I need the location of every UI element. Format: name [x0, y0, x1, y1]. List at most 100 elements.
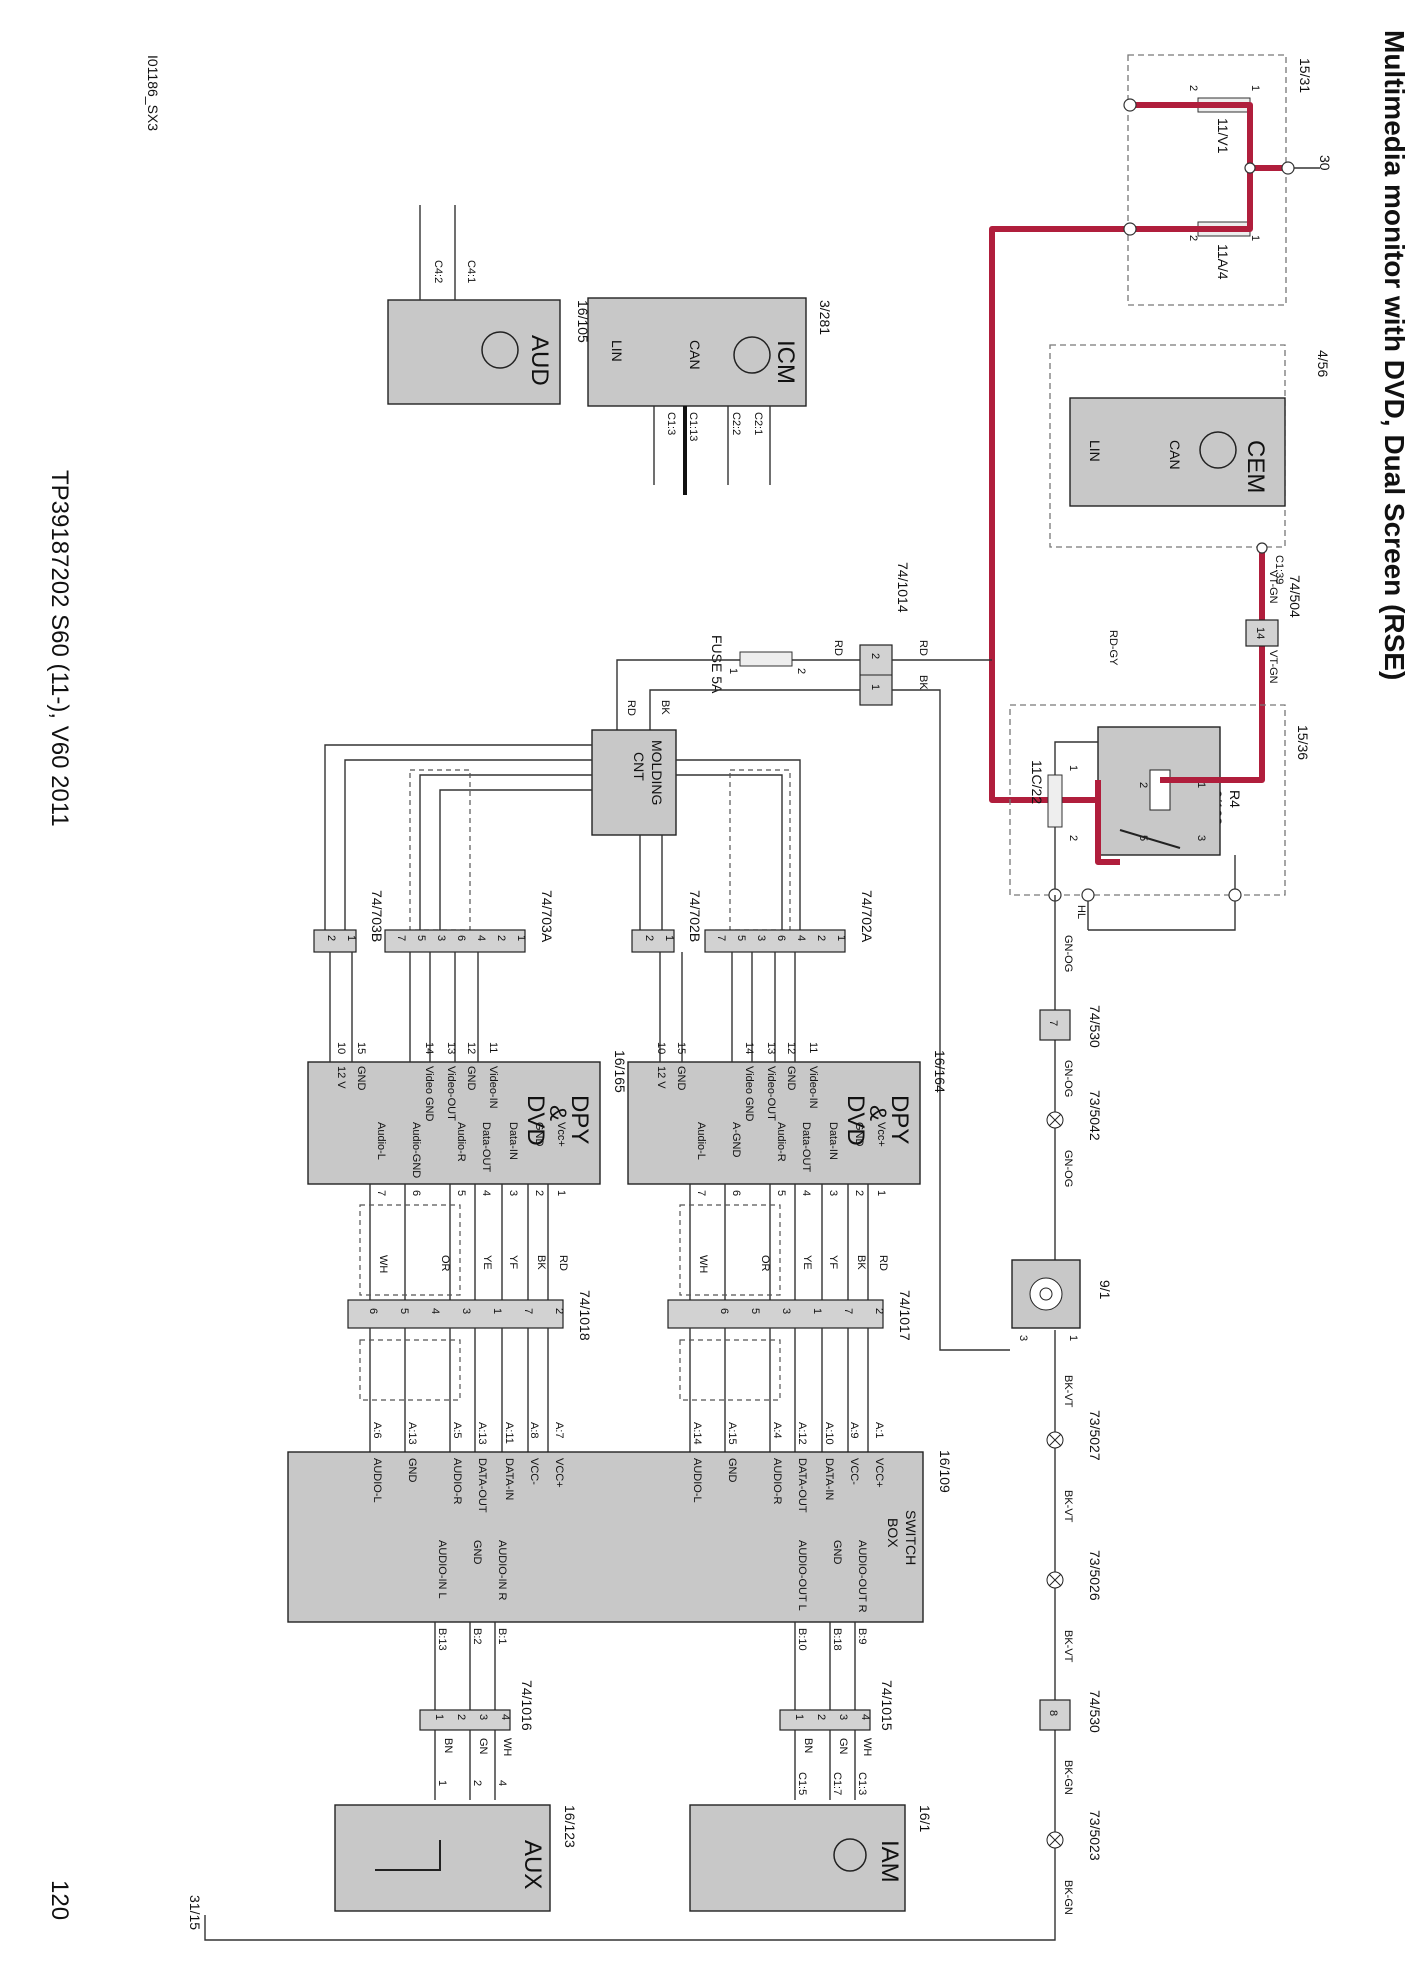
connector-74-1018: 74/1018: [347, 1290, 593, 1341]
dpy-right-pin: 5: [775, 1190, 787, 1196]
switchbox-top-label: AUDIO-L: [691, 1458, 703, 1503]
svg-text:CAN: CAN: [687, 340, 703, 370]
aux-module: 16/123 AUX: [334, 1804, 578, 1912]
svg-text:BOX: BOX: [885, 1518, 901, 1548]
switchbox-out-label: AUDIO-OUT L: [796, 1540, 808, 1611]
svg-text:9/1: 9/1: [1097, 1280, 1113, 1300]
dpy-left-pin: 11: [487, 1042, 499, 1053]
svg-text:LIN: LIN: [1087, 440, 1103, 462]
dpy-right-pin: 1: [875, 1190, 887, 1196]
svg-text:RD: RD: [917, 640, 929, 656]
connector-pin: 1: [835, 935, 847, 941]
iam-pin: C1:3: [856, 1772, 868, 1795]
svg-text:74/1017: 74/1017: [897, 1290, 913, 1341]
dpy-left-label: Video-OUT: [765, 1066, 777, 1121]
lamp-73-5042: 73/5042: [1046, 1090, 1103, 1141]
svg-text:C1:39: C1:39: [1273, 555, 1285, 584]
svg-text:AUD: AUD: [526, 335, 553, 386]
svg-text:DPY: DPY: [566, 1095, 593, 1144]
connector-pin: 4: [859, 1714, 871, 1720]
dpy-right-label: GND: [853, 1122, 865, 1147]
dpy-right-label: Vcc+: [555, 1122, 567, 1147]
svg-text:16/165: 16/165: [612, 1050, 628, 1093]
connector-74-703b: 74/703B: [313, 890, 385, 953]
svg-text:5: 5: [1137, 835, 1149, 841]
dpy-right-label: A-GND: [730, 1122, 742, 1158]
terminal-31-15-label: 31/15: [187, 1895, 203, 1930]
aux-pin: 2: [471, 1780, 483, 1786]
svg-text:LIN: LIN: [609, 340, 625, 362]
svg-text:GN: GN: [477, 1738, 489, 1755]
transistor-icon: [1199, 431, 1237, 469]
switchbox-in-label: GND: [471, 1540, 483, 1565]
dpy-right-pin: 6: [410, 1190, 422, 1196]
svg-text:BK-GN: BK-GN: [1062, 1760, 1074, 1795]
socket-9-1: 9/1 1 3: [1011, 1259, 1113, 1341]
dpy-left-label: GND: [355, 1066, 367, 1091]
switchbox-top-pin: A:10: [823, 1422, 835, 1445]
svg-text:GN-OG: GN-OG: [1062, 935, 1074, 972]
connector-pin: 5: [735, 935, 747, 941]
svg-text:4/56: 4/56: [1315, 350, 1331, 377]
dpy-right-pin: 5: [455, 1190, 467, 1196]
svg-text:74/1016: 74/1016: [519, 1680, 535, 1731]
lamp-73-5026: 73/5026: [1046, 1550, 1103, 1601]
cem-module: 4/56 CEM CAN LIN C1:39: [1049, 344, 1331, 584]
svg-text:C2:2: C2:2: [730, 412, 742, 435]
connector-pin: 2: [815, 935, 827, 941]
lamp-73-5023: 73/5023: [1046, 1810, 1103, 1861]
svg-text:AUX: AUX: [519, 1840, 546, 1889]
svg-text:R4: R4: [1227, 790, 1243, 808]
svg-text:YF: YF: [827, 1255, 839, 1269]
dpy-right-label: Vcc+: [875, 1122, 887, 1147]
switchbox-bot-pin: A:7: [553, 1422, 565, 1439]
switchbox-top-pin: A:12: [796, 1422, 808, 1445]
connector-pin: 2: [643, 935, 655, 941]
connector-pin: 5: [415, 935, 427, 941]
aud-module: 16/105 AUD C4:1 C4:2: [387, 260, 591, 405]
connector-pin: 6: [775, 935, 787, 941]
svg-text:2: 2: [1067, 835, 1079, 841]
dpy-left-label: 12 V: [655, 1066, 667, 1089]
switchbox-bot-label: VCC+: [553, 1458, 565, 1488]
switchbox-top-label: DATA-IN: [823, 1458, 835, 1500]
svg-text:BK-VT: BK-VT: [1062, 1630, 1074, 1663]
connector-pin: 3: [837, 1714, 849, 1720]
svg-text:DVD: DVD: [522, 1095, 549, 1146]
aux-pin: 4: [496, 1780, 508, 1786]
switchbox-in-pin: B:1: [496, 1628, 508, 1645]
document-id: TP39187202 S60 (11-), V60 2011: [46, 470, 73, 827]
dpy-right-pin: 2: [533, 1190, 545, 1196]
svg-text:RD: RD: [557, 1255, 569, 1271]
dpy-left-pin: 14: [423, 1042, 435, 1054]
svg-text:74/703A: 74/703A: [539, 890, 555, 943]
connector-pin: 3: [435, 935, 447, 941]
fuse-5a: FUSE 5A 1 2: [709, 635, 807, 694]
connector-pin: 5: [398, 1308, 410, 1314]
svg-text:BK: BK: [535, 1255, 547, 1270]
switchbox-bot-pin: A:5: [451, 1422, 463, 1439]
icm-module: 3/281 ICM CAN LIN C2:1 C2:2 C1:13 C1:3: [587, 297, 833, 441]
svg-text:73/5027: 73/5027: [1087, 1410, 1103, 1461]
dpy-left-pin: 15: [355, 1042, 367, 1054]
svg-text:BK: BK: [855, 1255, 867, 1270]
connector-pin: 5: [749, 1308, 761, 1314]
svg-text:11C/22: 11C/22: [1029, 760, 1045, 804]
switchbox-in-label: AUDIO-IN R: [496, 1540, 508, 1601]
connector-pin: 4: [795, 935, 807, 941]
svg-text:CAN: CAN: [1167, 440, 1183, 470]
svg-text:1: 1: [1195, 782, 1207, 788]
connector-pin: 7: [715, 935, 727, 941]
svg-text:C1:3: C1:3: [665, 412, 677, 435]
switchbox-bot-pin: A:6: [371, 1422, 383, 1439]
switchbox-bot-pin: A:13: [406, 1422, 418, 1445]
dpy-right-label: Audio-L: [375, 1122, 387, 1160]
switch-box-16-109: 16/109 SWITCH BOX: [287, 1450, 953, 1623]
connector-74-1017: 74/1017: [667, 1290, 913, 1341]
dpy-left-label: GND: [465, 1066, 477, 1091]
molding-cnt: MOLDING CNT BK RD: [591, 700, 677, 836]
svg-text:C1:13: C1:13: [687, 412, 699, 441]
svg-text:74/702B: 74/702B: [687, 890, 703, 942]
switchbox-out-pin: B:10: [796, 1628, 808, 1651]
dpy-left-pin: 11: [807, 1042, 819, 1053]
